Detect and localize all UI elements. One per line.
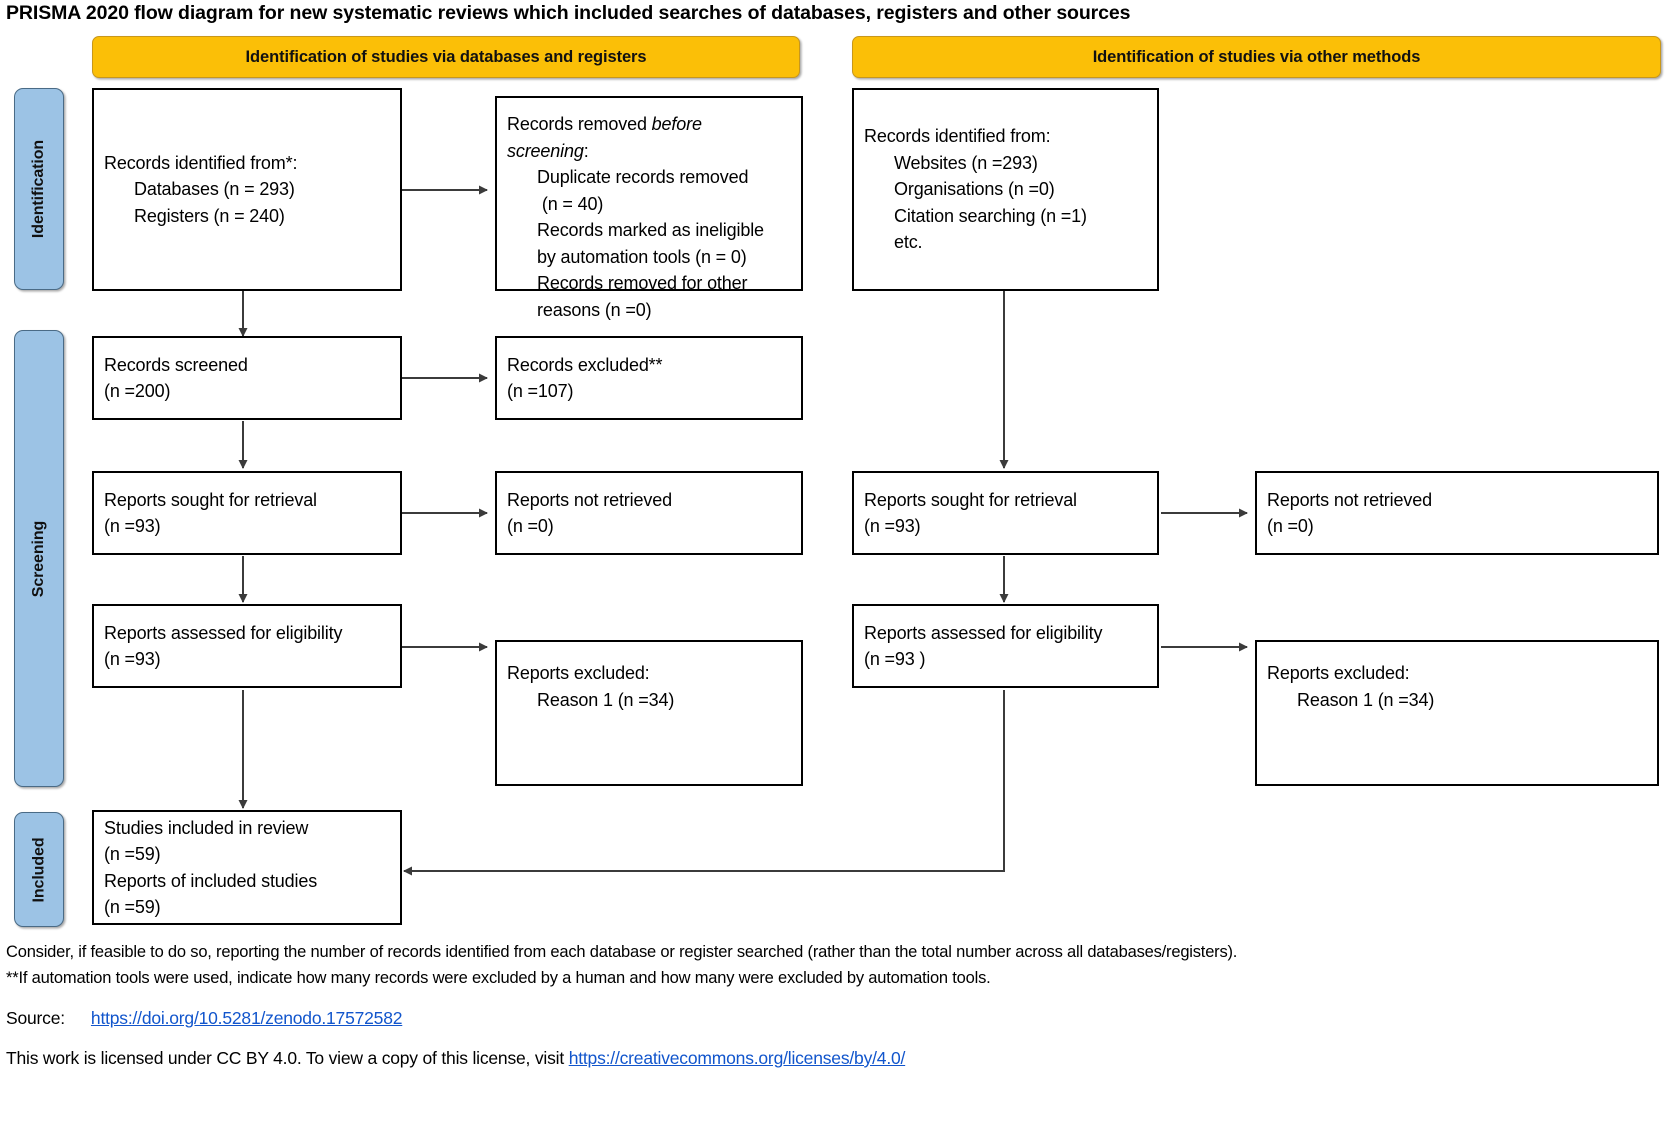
box-reports-not-retrieved-right: Reports not retrieved (n =0) <box>1255 471 1659 555</box>
box-reports-assessed-left: Reports assessed for eligibility (n =93) <box>92 604 402 688</box>
footnote-single-star: Consider, if feasible to do so, reportin… <box>6 943 1238 961</box>
records-identified-other-line-5: etc. <box>894 232 923 253</box>
box-records-identified: Records identified from*: Databases (n =… <box>92 88 402 291</box>
box-studies-included: Studies included in review (n =59) Repor… <box>92 810 402 925</box>
reports-sought-right-line-1: Reports sought for retrieval <box>864 489 1077 510</box>
records-removed-line-3: Duplicate records removed <box>537 167 749 187</box>
reports-sought-left-line-2: (n =93) <box>104 516 161 536</box>
studies-included-line-1: Studies included in review <box>104 817 309 838</box>
reports-not-retrieved-right-line-1: Reports not retrieved <box>1267 489 1432 510</box>
box-reports-sought-right: Reports sought for retrieval (n =93) <box>852 471 1159 555</box>
box-reports-excluded-left: Reports excluded: Reason 1 (n =34) <box>495 640 803 786</box>
records-removed-line-4: (n = 40) <box>537 193 604 214</box>
source-row: Source: https://doi.org/10.5281/zenodo.17… <box>6 1008 402 1029</box>
stage-identification-text: Identification <box>30 139 47 239</box>
page-title: PRISMA 2020 flow diagram for new systema… <box>6 2 1131 24</box>
records-identified-other-line-1: Records identified from: <box>864 126 1051 147</box>
box-reports-not-retrieved-left: Reports not retrieved (n =0) <box>495 471 803 555</box>
studies-included-line-4: (n =59) <box>104 897 161 917</box>
reports-sought-right-line-2: (n =93) <box>864 516 921 536</box>
reports-sought-left-line-1: Reports sought for retrieval <box>104 489 317 510</box>
footnote-double-star: **If automation tools were used, indicat… <box>6 969 991 987</box>
license-text: This work is licensed under CC BY 4.0. T… <box>6 1048 569 1068</box>
box-reports-excluded-right: Reports excluded: Reason 1 (n =34) <box>1255 640 1659 786</box>
records-identified-line-2: Databases (n = 293) <box>134 179 295 200</box>
reports-not-retrieved-left-line-1: Reports not retrieved <box>507 489 672 510</box>
stage-screening-text: Screening <box>30 520 47 597</box>
records-removed-line-8: reasons (n =0) <box>537 299 652 320</box>
reports-excluded-right-line-2: Reason 1 (n =34) <box>1297 689 1435 710</box>
license-row: This work is licensed under CC BY 4.0. T… <box>6 1048 905 1069</box>
banner-other-methods: Identification of studies via other meth… <box>852 36 1661 78</box>
license-link[interactable]: https://creativecommons.org/licenses/by/… <box>568 1048 906 1068</box>
box-records-removed: Records removed before screening: Duplic… <box>495 96 803 320</box>
box-reports-assessed-right: Reports assessed for eligibility (n =93 … <box>852 604 1159 688</box>
source-link[interactable]: https://doi.org/10.5281/zenodo.17572582 <box>90 1008 403 1028</box>
reports-assessed-right-line-1: Reports assessed for eligibility <box>864 622 1103 643</box>
banner-right-label: Identification of studies via other meth… <box>1092 47 1421 66</box>
records-removed-line-5: Records marked as ineligible <box>537 220 764 240</box>
studies-included-line-2: (n =59) <box>104 844 161 864</box>
studies-included-line-3: Reports of included studies <box>104 870 318 891</box>
stage-included-text: Included <box>30 837 48 902</box>
records-screened-line-1: Records screened <box>104 354 248 375</box>
stage-label-identification: Identification <box>14 88 64 290</box>
reports-not-retrieved-right-line-2: (n =0) <box>1267 516 1314 536</box>
reports-assessed-left-line-2: (n =93) <box>104 649 161 669</box>
reports-assessed-right-line-2: (n =93 ) <box>864 649 926 669</box>
records-excluded-line-2: (n =107) <box>507 381 574 401</box>
reports-excluded-left-line-2: Reason 1 (n =34) <box>537 689 675 710</box>
source-label: Source: <box>6 1008 65 1028</box>
records-identified-line-1: Records identified from*: <box>104 152 298 173</box>
records-identified-other-line-4: Citation searching (n =1) <box>894 205 1087 226</box>
records-screened-line-2: (n =200) <box>104 381 171 401</box>
records-identified-line-3: Registers (n = 240) <box>134 205 285 226</box>
records-removed-line-2: screening: <box>507 140 589 161</box>
box-records-identified-other: Records identified from: Websites (n =29… <box>852 88 1159 291</box>
stage-label-screening: Screening <box>14 330 64 787</box>
reports-assessed-left-line-1: Reports assessed for eligibility <box>104 622 343 643</box>
box-reports-sought-left: Reports sought for retrieval (n =93) <box>92 471 402 555</box>
stage-label-included: Included <box>14 812 64 927</box>
reports-excluded-left-line-1: Reports excluded: <box>507 663 650 683</box>
reports-excluded-right-line-1: Reports excluded: <box>1267 663 1410 683</box>
records-identified-other-line-2: Websites (n =293) <box>894 152 1038 173</box>
records-excluded-line-1: Records excluded** <box>507 354 663 375</box>
box-records-excluded: Records excluded** (n =107) <box>495 336 803 420</box>
records-removed-line-6: by automation tools (n = 0) <box>537 246 747 267</box>
records-removed-line-7: Records removed for other <box>537 273 748 293</box>
reports-not-retrieved-left-line-2: (n =0) <box>507 516 554 536</box>
banner-left-label: Identification of studies via databases … <box>245 47 647 66</box>
records-identified-other-line-3: Organisations (n =0) <box>894 179 1055 200</box>
records-removed-line-1: Records removed before <box>507 114 702 134</box>
box-records-screened: Records screened (n =200) <box>92 336 402 420</box>
banner-databases-registers: Identification of studies via databases … <box>92 36 800 78</box>
